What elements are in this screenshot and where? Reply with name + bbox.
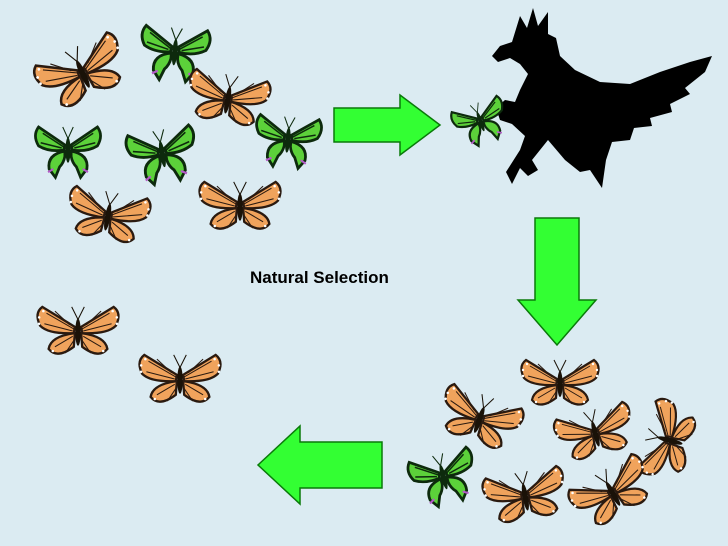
arrow-left-icon — [256, 424, 383, 506]
diagram-title: Natural Selection — [250, 268, 389, 287]
arrow-right-icon — [333, 93, 442, 157]
arrow-down-icon — [516, 217, 598, 347]
bird-silhouette-icon — [448, 8, 712, 188]
